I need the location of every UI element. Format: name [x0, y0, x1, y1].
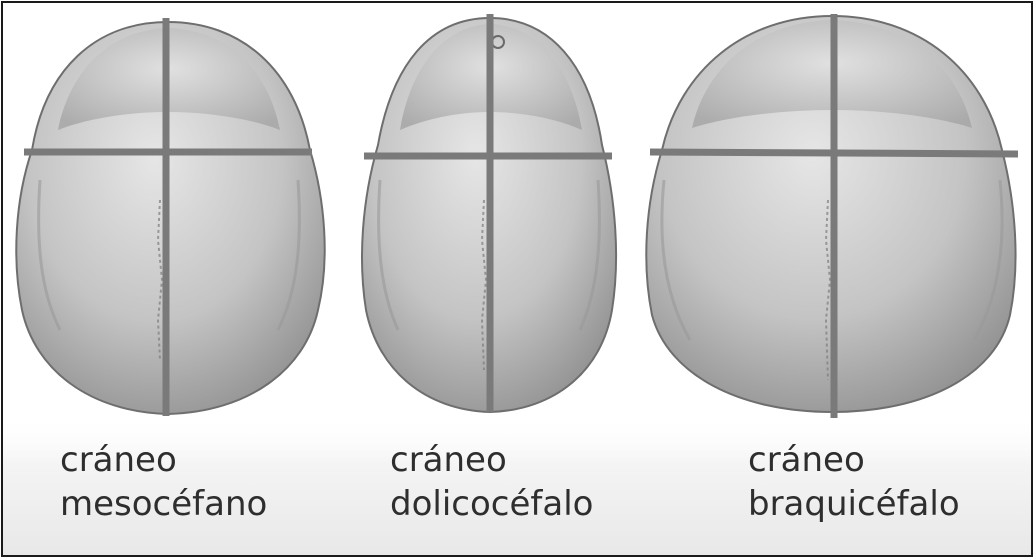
- label-mesocefalo: cráneo mesocéfano: [60, 438, 267, 526]
- transverse-line: [650, 152, 1018, 154]
- label-line2: braquicéfalo: [748, 482, 960, 526]
- label-line2: mesocéfano: [60, 482, 267, 526]
- label-braquicefalo: cráneo braquicéfalo: [748, 438, 960, 526]
- skull-mesocefalo: [16, 18, 324, 416]
- label-dolicocefalo: cráneo dolicocéfalo: [390, 438, 593, 526]
- label-line2: dolicocéfalo: [390, 482, 593, 526]
- label-line1: cráneo: [748, 438, 960, 482]
- skull-braquicefalo: [646, 14, 1018, 418]
- label-line1: cráneo: [60, 438, 267, 482]
- skull-dolicocefalo: [362, 14, 616, 412]
- label-line1: cráneo: [390, 438, 593, 482]
